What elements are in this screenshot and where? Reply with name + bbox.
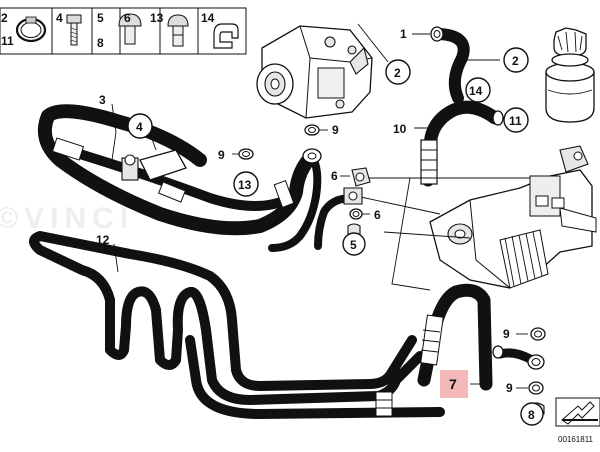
callout-circle-11 bbox=[503, 107, 529, 133]
power-steering-pump bbox=[256, 25, 373, 119]
legend-label-13: 13 bbox=[150, 11, 164, 25]
highlight-box-7 bbox=[440, 370, 468, 398]
callout-7: 7 bbox=[449, 376, 457, 392]
hollow-screw-icon bbox=[118, 13, 142, 45]
diagram-number: 00161811 bbox=[558, 435, 594, 444]
callout-9-pump: 9 bbox=[332, 123, 339, 137]
callout-5: 5 bbox=[350, 238, 357, 252]
seal-rings bbox=[238, 124, 546, 395]
callout-4: 4 bbox=[136, 120, 143, 134]
callout-circle-8 bbox=[520, 402, 544, 426]
oil-reservoir bbox=[545, 27, 595, 123]
suction-hose bbox=[430, 26, 470, 104]
return-hose-7 bbox=[417, 283, 537, 391]
bolt-icon bbox=[66, 14, 82, 46]
orientation-box bbox=[555, 397, 600, 427]
banjo-bolt-icon bbox=[167, 14, 189, 47]
return-hose-upper bbox=[420, 100, 504, 187]
callout-8: 8 bbox=[528, 408, 535, 422]
callout-1: 1 bbox=[400, 27, 407, 41]
callout-circle-5 bbox=[342, 232, 366, 256]
callout-2a: 2 bbox=[512, 54, 519, 68]
callout-circle-14 bbox=[465, 77, 491, 103]
bracket-clip-icon bbox=[213, 23, 239, 49]
callout-3: 3 bbox=[99, 93, 106, 107]
legend-label-2: 2 bbox=[1, 11, 8, 25]
legend-label-8: 8 bbox=[97, 36, 104, 50]
header-legend: 2 11 4 5 8 6 13 bbox=[0, 7, 247, 55]
watermark-text: ©VINCI bbox=[0, 202, 134, 235]
callout-12: 12 bbox=[96, 233, 110, 247]
callout-circle-2a bbox=[503, 47, 529, 73]
leader-lines bbox=[111, 23, 530, 389]
legend-label-11: 11 bbox=[1, 34, 14, 48]
legend-label-5: 5 bbox=[97, 11, 104, 25]
callout-9-right-upper: 9 bbox=[503, 327, 510, 341]
hose-clamp-icon bbox=[15, 16, 47, 43]
callout-13: 13 bbox=[238, 178, 252, 192]
callout-10: 10 bbox=[393, 122, 407, 136]
pressure-line-pump bbox=[268, 148, 356, 252]
callout-9-left: 9 bbox=[218, 148, 225, 162]
callout-circle-13 bbox=[233, 171, 259, 197]
legend-label-14: 14 bbox=[201, 11, 215, 25]
callout-6-lower: 6 bbox=[374, 208, 381, 222]
callouts: 1 2 2 14 11 10 3 4 9 9 13 6 6 5 12 bbox=[96, 27, 544, 426]
callout-circle-4 bbox=[127, 113, 153, 139]
steering-gear bbox=[429, 145, 597, 289]
callout-6-upper: 6 bbox=[331, 169, 338, 183]
legend-label-6: 6 bbox=[124, 11, 131, 25]
callout-14: 14 bbox=[469, 84, 483, 98]
legend-label-4: 4 bbox=[56, 11, 63, 25]
cooling-coil-12 bbox=[29, 231, 445, 419]
callout-9-right-lower: 9 bbox=[506, 381, 513, 395]
callout-circle-2b bbox=[385, 59, 411, 85]
callout-2b: 2 bbox=[394, 66, 401, 80]
callout-11: 11 bbox=[509, 114, 522, 128]
pressure-hose-3 bbox=[38, 104, 319, 236]
